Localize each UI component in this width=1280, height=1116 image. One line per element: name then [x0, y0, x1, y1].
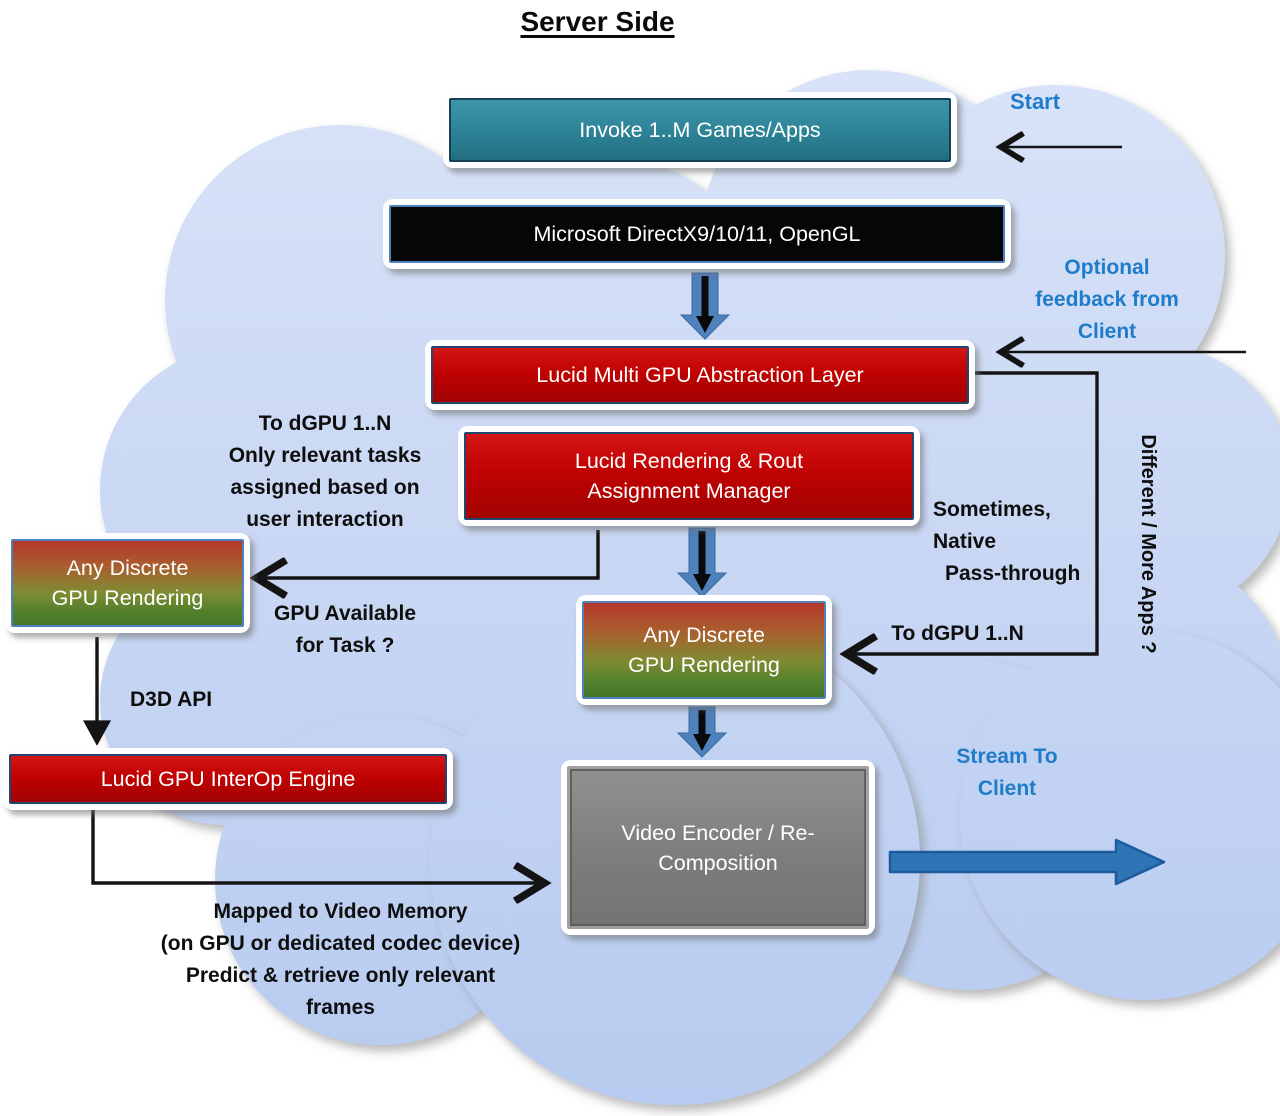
box-interop-engine: Lucid GPU InterOp Engine	[3, 748, 453, 810]
box-gpu-rendering-center: Any Discrete GPU Rendering	[576, 595, 832, 705]
abstraction-to-dgpu-elbow-arrow	[848, 371, 1099, 654]
label-optional-feedback-line-3: Client	[1077, 320, 1137, 343]
label-to-dgpu-left-line-1: To dGPU 1..N	[258, 412, 392, 435]
label-mapped-to-video: Mapped to Video Memory (on GPU or dedica…	[118, 896, 563, 1024]
block-arrow-directx-to-abstraction	[679, 272, 731, 340]
label-start: Start	[1009, 89, 1061, 114]
block-arrow-gpu-to-encoder	[676, 706, 728, 758]
box-rendering-line-2: Assignment Manager	[587, 479, 791, 503]
box-invoke-games-apps: Invoke 1..M Games/Apps	[443, 92, 957, 168]
box-directx-opengl: Microsoft DirectX9/10/11, OpenGL	[383, 199, 1011, 269]
box-encoder-line-1: Video Encoder / Re-	[621, 820, 815, 845]
box-gpu-left-line-1: Any Discrete	[66, 556, 189, 580]
label-optional-feedback: Optional feedback from Client	[1002, 252, 1212, 348]
label-d3d-api: D3D API	[130, 688, 213, 711]
box-video-encoder: Video Encoder / Re- Composition	[561, 760, 875, 935]
label-to-dgpu-left-line-3: assigned based on	[230, 476, 420, 499]
box-gpu-center-line-2: GPU Rendering	[628, 653, 780, 677]
label-mapped-line-3: Predict & retrieve only relevant	[185, 964, 496, 987]
box-directx-label: Microsoft DirectX9/10/11, OpenGL	[533, 222, 861, 246]
block-arrow-rendering-to-gpu	[676, 527, 728, 598]
label-to-dgpu-right: To dGPU 1..N	[891, 622, 1024, 645]
box-encoder-line-2: Composition	[658, 850, 778, 875]
label-mapped-line-2: (on GPU or dedicated codec device)	[160, 932, 521, 955]
label-mapped-line-4: frames	[306, 996, 375, 1019]
box-gpu-rendering-left: Any Discrete GPU Rendering	[5, 533, 250, 633]
label-mapped-line-1: Mapped to Video Memory	[213, 900, 468, 923]
label-to-dgpu-left-line-2: Only relevant tasks	[228, 444, 422, 467]
label-gpu-available-line-1: GPU Available	[274, 602, 416, 625]
label-optional-feedback-line-2: feedback from	[1035, 288, 1179, 311]
box-gpu-left-line-2: GPU Rendering	[51, 586, 204, 610]
page-title: Server Side	[520, 6, 675, 37]
label-gpu-available: GPU Available for Task ?	[245, 598, 445, 662]
box-rendering-manager: Lucid Rendering & Rout Assignment Manage…	[458, 426, 920, 526]
label-optional-feedback-line-1: Optional	[1064, 256, 1150, 279]
label-sometimes-line-2: Native	[933, 530, 997, 553]
box-invoke-label: Invoke 1..M Games/Apps	[579, 118, 821, 142]
label-stream-line-1: Stream To	[956, 745, 1058, 768]
label-gpu-available-line-2: for Task ?	[295, 634, 395, 657]
box-rendering-line-1: Lucid Rendering & Rout	[574, 449, 804, 473]
rendering-to-left-gpu-elbow-arrow	[258, 530, 600, 578]
box-interop-label: Lucid GPU InterOp Engine	[100, 767, 356, 791]
box-gpu-center-line-1: Any Discrete	[643, 623, 765, 647]
label-different-more-apps: Different / More Apps ?	[1137, 434, 1159, 654]
stream-to-client-arrow	[888, 838, 1166, 886]
box-abstraction-label: Lucid Multi GPU Abstraction Layer	[536, 363, 864, 387]
label-to-dgpu-left-line-4: user interaction	[246, 508, 404, 531]
label-to-dgpu-left: To dGPU 1..N Only relevant tasks assigne…	[180, 408, 470, 536]
label-sometimes-line-3: Pass-through	[945, 562, 1081, 585]
label-stream-line-2: Client	[977, 777, 1037, 800]
label-stream-to-client: Stream To Client	[942, 741, 1072, 805]
label-sometimes-line-1: Sometimes,	[933, 498, 1051, 521]
interop-to-encoder-elbow-arrow	[91, 810, 543, 883]
box-abstraction-layer: Lucid Multi GPU Abstraction Layer	[425, 340, 975, 410]
label-sometimes-native: Sometimes, Native Pass-through	[933, 494, 1113, 590]
